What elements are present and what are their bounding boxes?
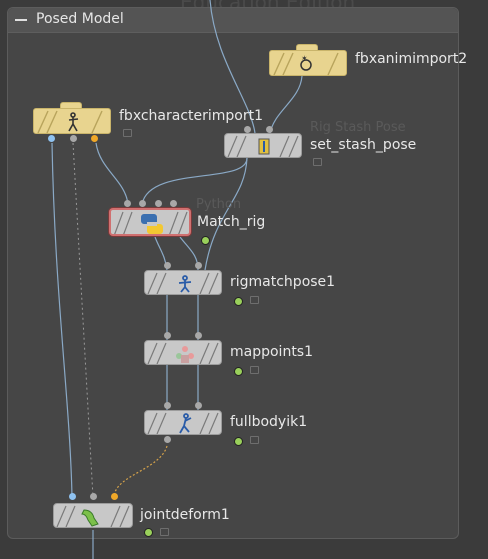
match-rig-label: Match_rig (197, 214, 266, 230)
wire-charimport-dotted-to-jointdeform (72, 142, 94, 498)
joint-deform-icon (56, 505, 130, 527)
jointdeform1-input-port-grey[interactable] (90, 493, 97, 500)
python-icon (114, 211, 188, 234)
fullbodyik1-input-port-2[interactable] (195, 402, 202, 409)
set-stash-pose-input-port-2[interactable] (266, 126, 273, 133)
rigmatchpose1-input-port-2[interactable] (195, 262, 202, 269)
fullbodyik1-input-port-1[interactable] (164, 402, 171, 409)
wire-fullbodyik-to-jointdeform (113, 445, 168, 498)
fbxcharacterimport1-output-port-blue[interactable] (48, 135, 55, 142)
rigmatchpose1-input-port-1[interactable] (164, 262, 171, 269)
fbx-character-icon (37, 110, 103, 134)
stash-pose-icon (227, 135, 299, 157)
set-stash-pose-label: set_stash_pose (310, 137, 417, 153)
lock-icon[interactable] (250, 366, 259, 374)
collapse-icon[interactable] (15, 19, 27, 21)
fbxanimimport2-folder-tab (296, 44, 318, 52)
rig-match-icon (147, 272, 219, 294)
lock-icon[interactable] (160, 528, 169, 536)
mappoints1-label: mappoints1 (230, 344, 314, 360)
fbxcharacterimport1-label: fbxcharacterimport1 (119, 108, 264, 124)
fbxcharacterimport1-output-port-orange[interactable] (91, 135, 98, 142)
wire-setstash-to-matchrig-b (204, 157, 248, 271)
node-fullbodyik1[interactable] (144, 410, 222, 435)
rigmatchpose1-label: rigmatchpose1 (230, 274, 336, 290)
display-flag-icon[interactable] (234, 437, 243, 446)
jointdeform1-input-port-orange[interactable] (111, 493, 118, 500)
network-box-header[interactable]: Posed Model (8, 8, 458, 33)
lock-icon[interactable] (123, 129, 132, 137)
display-flag-icon[interactable] (201, 236, 210, 245)
node-fbxcharacterimport1[interactable] (33, 108, 111, 134)
match-rig-input-port-4[interactable] (170, 200, 177, 207)
node-rigmatchpose1[interactable] (144, 270, 222, 295)
wire-charimport-blue-to-jointdeform (51, 142, 73, 498)
jointdeform1-label: jointdeform1 (140, 507, 230, 523)
node-set-stash-pose[interactable] (224, 133, 302, 158)
lock-icon[interactable] (250, 296, 259, 304)
lock-icon[interactable] (313, 158, 322, 166)
node-jointdeform1[interactable] (53, 503, 133, 528)
fullbodyik1-output-port[interactable] (164, 436, 171, 443)
node-match-rig[interactable] (109, 208, 191, 236)
display-flag-icon[interactable] (144, 528, 153, 537)
display-flag-icon[interactable] (234, 367, 243, 376)
wire-anim-to-set-stash (269, 75, 303, 134)
match-rig-type-hint: Python (196, 197, 242, 212)
svg-text:✶: ✶ (301, 54, 308, 63)
match-rig-input-port-3[interactable] (155, 200, 162, 207)
fbx-anim-icon: ✶ (273, 52, 339, 76)
network-box-title: Posed Model (36, 11, 124, 27)
match-rig-input-port-1[interactable] (124, 200, 131, 207)
wire-top-to-set-stash (209, 0, 256, 134)
node-fbxanimimport2[interactable]: ✶ (269, 50, 347, 76)
fullbodyik1-label: fullbodyik1 (230, 414, 308, 430)
fbxcharacterimport1-output-port-grey[interactable] (70, 135, 77, 142)
wire-setstash-to-matchrig-a (141, 157, 248, 205)
set-stash-pose-input-port-1[interactable] (244, 126, 251, 133)
set-stash-pose-type-hint: Rig Stash Pose (310, 120, 406, 135)
node-mappoints1[interactable] (144, 340, 222, 365)
network-box-posed-model[interactable]: Posed Model (7, 7, 459, 539)
full-body-ik-icon (147, 412, 219, 434)
map-points-icon (147, 342, 219, 364)
fbxcharacterimport1-folder-tab (60, 102, 82, 110)
jointdeform1-input-port-blue[interactable] (69, 493, 76, 500)
match-rig-input-port-2[interactable] (139, 200, 146, 207)
display-flag-icon[interactable] (234, 297, 243, 306)
lock-icon[interactable] (250, 436, 259, 444)
fbxanimimport2-label: fbxanimimport2 (355, 51, 468, 67)
mappoints1-input-port-1[interactable] (164, 332, 171, 339)
wire-charimport-to-matchrig (95, 142, 129, 205)
mappoints1-input-port-2[interactable] (195, 332, 202, 339)
